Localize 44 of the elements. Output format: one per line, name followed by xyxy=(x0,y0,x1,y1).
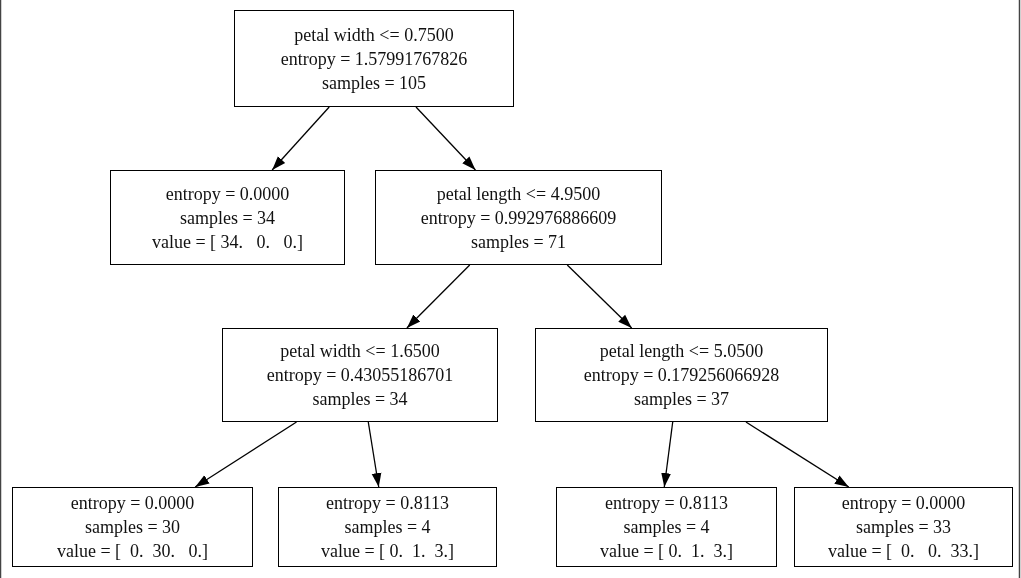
arrow xyxy=(661,421,674,488)
arrow xyxy=(406,264,471,329)
node-text: value = [ 0. 0. 33.] xyxy=(827,540,980,563)
node-text: entropy = 0.43055186701 xyxy=(266,364,454,387)
tree-node-box xyxy=(222,328,498,422)
node-text: petal width <= 1.6500 xyxy=(280,340,440,363)
node-text: samples = 33 xyxy=(855,516,952,539)
node-text: entropy = 0.0000 xyxy=(165,182,290,206)
node-text: samples = 105 xyxy=(321,71,427,95)
node-text: entropy = 0.0000 xyxy=(70,492,195,515)
node-text: value = [ 0. 1. 3.] xyxy=(320,540,455,563)
node-text: petal length <= 4.9500 xyxy=(436,182,601,206)
node-text: value = [ 34. 0. 0.] xyxy=(151,230,304,254)
node-text: samples = 30 xyxy=(84,516,181,539)
node-text: samples = 34 xyxy=(179,206,276,230)
node-text: petal width <= 0.7500 xyxy=(294,23,454,47)
tree-node-box xyxy=(556,487,777,567)
node-text: samples = 4 xyxy=(344,516,431,539)
arrow xyxy=(745,421,850,488)
arrow xyxy=(566,264,633,329)
node-text: value = [ 0. 30. 0.] xyxy=(56,540,209,563)
tree-node-box xyxy=(110,170,345,265)
node-text: samples = 37 xyxy=(633,388,730,411)
tree-node-box xyxy=(794,487,1013,567)
node-text: samples = 34 xyxy=(312,388,408,411)
arrow xyxy=(367,421,382,488)
node-text: samples = 4 xyxy=(623,516,710,539)
arrow xyxy=(271,106,330,171)
tree-node-box xyxy=(12,487,253,567)
node-text: petal length <= 5.0500 xyxy=(599,340,764,363)
node-text: entropy = 0.0000 xyxy=(841,492,966,515)
node-text: entropy = 0.179256066928 xyxy=(583,364,780,387)
tree-node-box xyxy=(234,10,514,107)
node-text: entropy = 1.57991767826 xyxy=(280,47,468,71)
node-text: entropy = 0.8113 xyxy=(326,492,449,515)
tree-node-box xyxy=(535,328,828,422)
node-text: entropy = 0.992976886609 xyxy=(420,206,617,230)
arrow xyxy=(194,421,298,488)
arrow xyxy=(415,106,477,171)
tree-node-box xyxy=(278,487,497,567)
node-text: entropy = 0.8113 xyxy=(605,492,728,515)
node-text: samples = 71 xyxy=(470,230,567,254)
tree-node-box xyxy=(375,170,662,265)
node-text: value = [ 0. 1. 3.] xyxy=(599,540,734,563)
